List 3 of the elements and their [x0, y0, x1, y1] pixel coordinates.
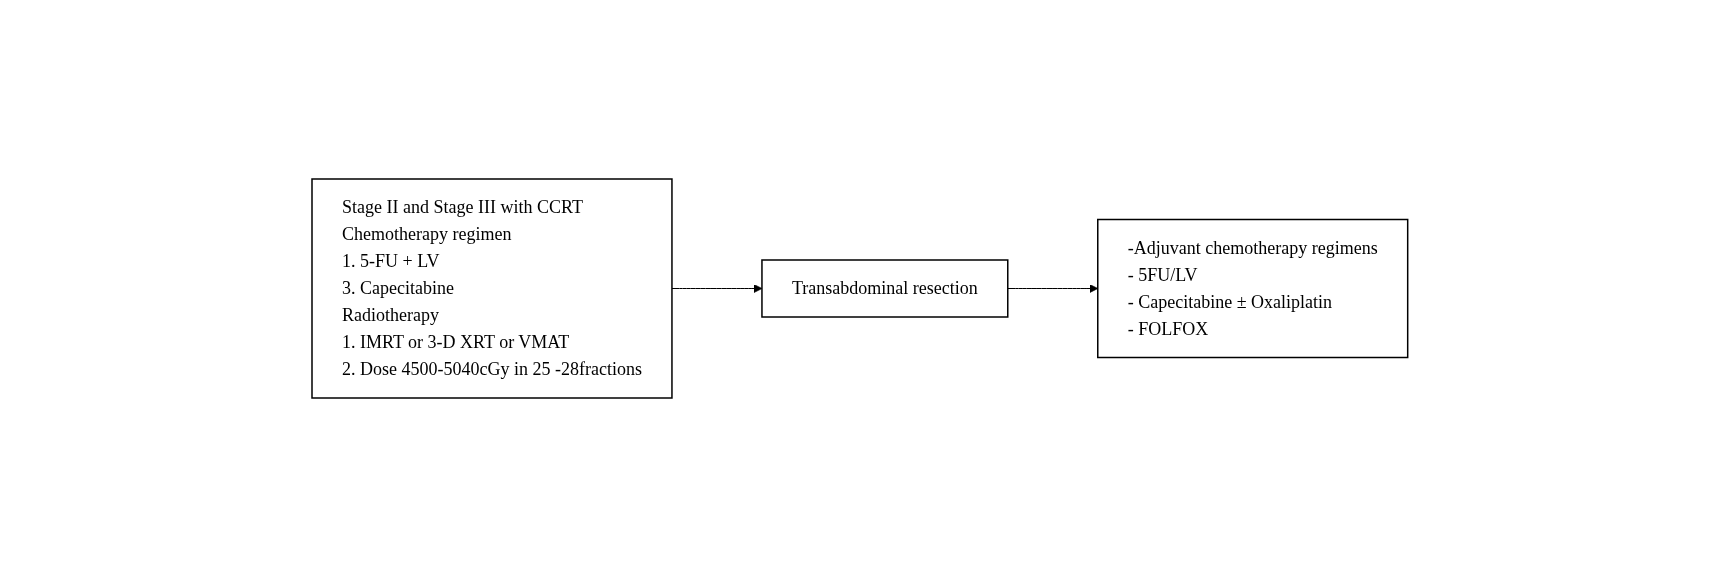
node-box: -Adjuvant chemotherapy regimens - 5FU/LV - Capecitabine ± Oxaliplatin - FOLFOX	[1097, 218, 1409, 358]
node-box: Transabdominal resection	[761, 258, 1009, 318]
node-box: Stage II and Stage III with CCRT Chemotherapy regimen 1. 5-FU + LV 3. Capecitabine Radiotherapy 1. IMRT or 3-D XRT or VMAT 2. Dose 4500-5040cGy in 25 -28fractions	[311, 177, 673, 399]
